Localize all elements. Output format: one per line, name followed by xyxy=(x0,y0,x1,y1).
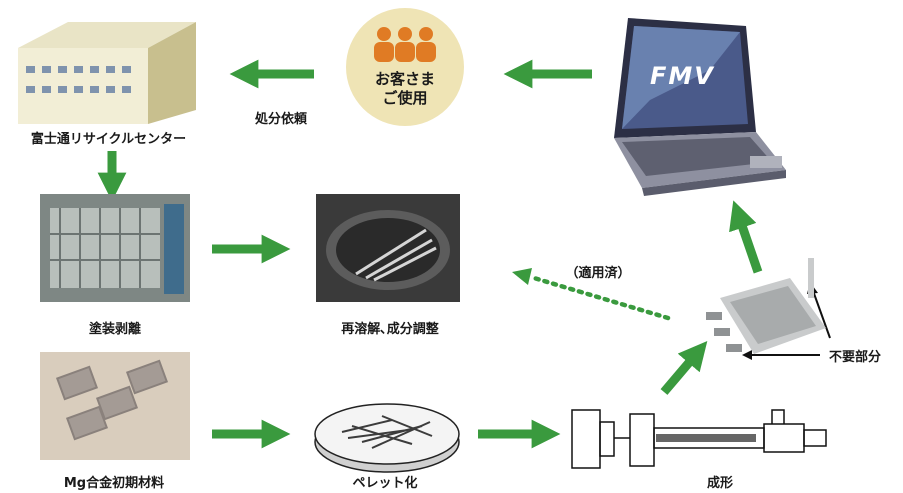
pellet-label: ペレット化 xyxy=(352,476,418,491)
customer-use-label: お客さま ご使用 xyxy=(374,70,435,107)
recycle-center-label: 富士通リサイクルセンター xyxy=(30,132,187,147)
arrow-part-to-laptop xyxy=(729,200,763,274)
unneeded-part-label: 不要部分 xyxy=(828,350,881,365)
initial-material-label: Mg合金初期材料 xyxy=(63,476,165,491)
customer-use-circle: お客さま ご使用 xyxy=(346,8,464,126)
disposal-request-label: 処分依頼 xyxy=(254,112,307,127)
remelt-label: 再溶解､成分調整 xyxy=(341,322,439,337)
molded-part-image xyxy=(700,258,830,366)
laptop-logo: FMV xyxy=(650,62,715,90)
molding-label: 成形 xyxy=(706,476,733,491)
laptop-image: FMV xyxy=(560,10,792,196)
people-icon xyxy=(374,27,436,62)
remelt-photo xyxy=(316,194,460,302)
pellet-dish-image xyxy=(312,396,462,476)
molding-machine-image xyxy=(568,404,838,476)
paint-removal-label: 塗装剥離 xyxy=(88,322,141,337)
paint-removal-photo xyxy=(40,194,190,302)
pointer-arrow-upper xyxy=(811,287,831,339)
dotted-arrow-head xyxy=(512,268,532,285)
applied-label: （適用済） xyxy=(565,266,631,281)
recycle-center-building-icon xyxy=(18,18,196,126)
arrow-molding-to-part xyxy=(660,341,708,395)
initial-material-photo xyxy=(40,352,190,460)
dotted-arrow-applied xyxy=(531,275,671,321)
